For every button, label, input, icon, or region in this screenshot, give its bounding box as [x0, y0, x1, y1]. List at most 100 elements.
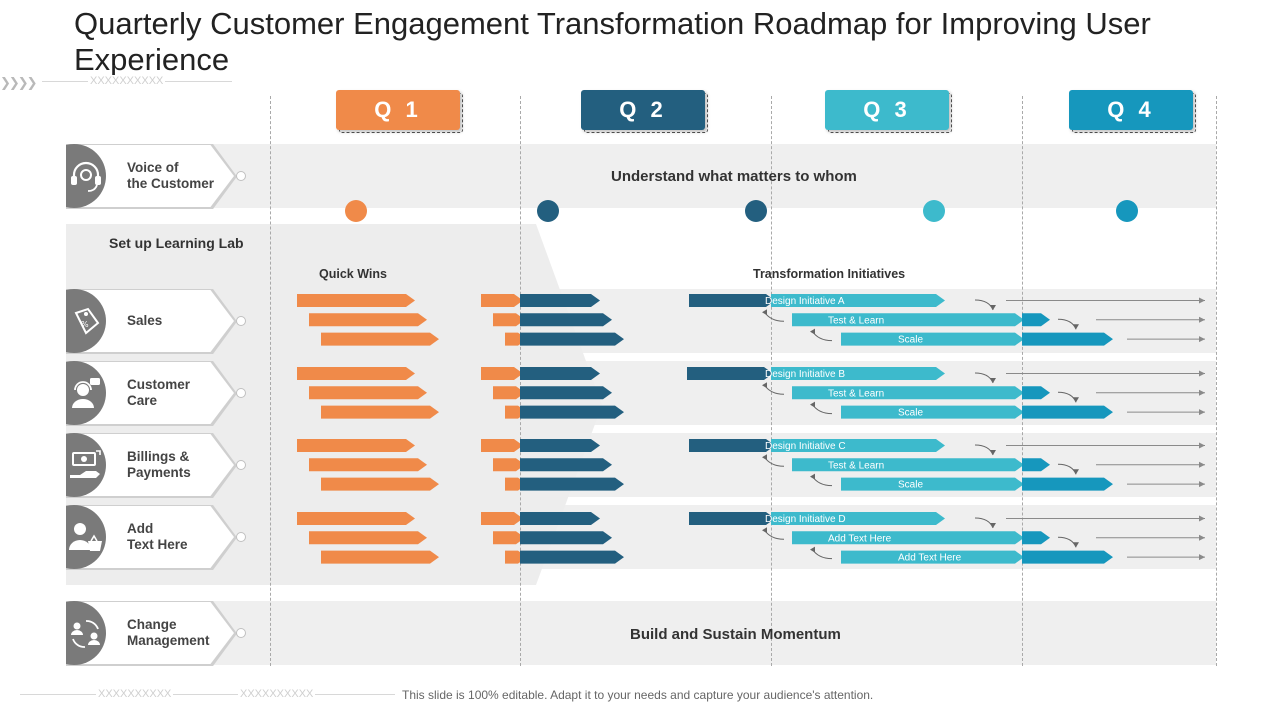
quick-win-stub	[481, 367, 523, 380]
row-label-text: Add Text Here	[127, 505, 188, 569]
row-label-line: Change Management	[127, 617, 210, 648]
band-voice	[66, 144, 1216, 208]
row-label-line: Billings & Payments	[127, 449, 191, 480]
quarter-q1: Q 1	[336, 90, 464, 133]
scale-label: Scale	[898, 408, 923, 419]
headset-icon	[66, 158, 106, 194]
connector-dot	[236, 460, 246, 470]
curve-arrow-head	[810, 546, 815, 553]
divider-line	[1022, 96, 1023, 666]
row-label-text: Billings & Payments	[127, 433, 191, 497]
test-learn-label: Test & Learn	[828, 460, 884, 471]
quick-win-arrow	[309, 531, 427, 545]
curve-arrow-head	[762, 527, 767, 534]
row-label-text: Sales	[127, 289, 162, 353]
curve-arrow-head	[1073, 542, 1079, 548]
quick-win-stub	[493, 531, 525, 545]
quarter-q3: Q 3	[825, 90, 953, 133]
scale-arrow	[841, 477, 1024, 491]
scale-arrow-tail	[1022, 550, 1113, 564]
q2-arrow	[520, 313, 612, 327]
design-initiative-arrow-tail	[771, 512, 945, 525]
q2-arrow	[520, 294, 600, 307]
q2-arrow	[520, 332, 624, 346]
divider-line	[771, 96, 772, 666]
q2-arrow	[520, 405, 624, 419]
design-initiative-arrow	[689, 512, 775, 525]
row-voice-of-customer: Voice of the Customer	[66, 144, 246, 209]
q2-arrow	[520, 439, 600, 452]
divider-line	[270, 96, 271, 666]
test-learn-arrow	[792, 386, 1024, 400]
header-placeholder: XXXXXXXXXX	[88, 75, 166, 87]
row-add-text: Add Text Here	[66, 505, 246, 570]
money-hand-icon	[66, 447, 106, 483]
row-label-text: Customer Care	[127, 361, 190, 425]
quick-wins-label: Quick Wins	[319, 267, 387, 281]
design-initiative-arrow-tail	[771, 367, 945, 380]
quick-win-arrow	[309, 386, 427, 400]
curve-arrow-head	[990, 378, 996, 383]
design-initiative-arrow	[689, 439, 775, 452]
quick-win-stub	[493, 458, 525, 472]
q2-arrow	[520, 386, 612, 400]
scale-label: Scale	[898, 335, 923, 346]
quick-win-arrow	[321, 332, 439, 346]
q2-arrow	[520, 367, 600, 380]
q2-arrow	[520, 512, 600, 525]
milestone-dot	[537, 200, 559, 222]
design-initiative-label: Design Initiative B	[765, 369, 845, 380]
connector-dot	[236, 316, 246, 326]
row-label-line: Customer Care	[127, 377, 191, 408]
curve-arrow-head	[1073, 324, 1079, 330]
quarter-label: Q 4	[1069, 90, 1193, 130]
team-cycle-icon	[66, 615, 106, 651]
test-learn-arrow	[792, 458, 1024, 472]
quick-win-arrow	[321, 405, 439, 419]
divider-line	[520, 96, 521, 666]
q2-arrow	[520, 477, 624, 491]
row-billings-payments: Billings & Payments	[66, 433, 246, 498]
row-label-line: Add Text Here	[127, 521, 188, 552]
understand-label: Understand what matters to whom	[611, 168, 857, 185]
connector-dot	[236, 532, 246, 542]
design-initiative-arrow-tail	[771, 294, 945, 307]
footer-placeholder: XXXXXXXXXX	[238, 688, 316, 700]
row-sales: % Sales	[66, 289, 246, 354]
test-learn-arrow-tail	[1022, 313, 1050, 327]
curve-arrow-head	[810, 328, 815, 335]
scale-arrow-tail	[1022, 477, 1113, 491]
scale-arrow	[841, 405, 1024, 419]
design-initiative-label: Design Initiative A	[765, 296, 845, 307]
quick-win-arrow	[321, 550, 439, 564]
footer-rule	[20, 694, 395, 695]
curve-arrow-head	[990, 523, 996, 528]
curve-arrow-head	[990, 305, 996, 310]
q2-arrow	[520, 531, 612, 545]
row-label-text: Voice of the Customer	[127, 144, 214, 208]
design-initiative-arrow-tail	[771, 439, 945, 452]
quick-win-arrow	[297, 439, 415, 452]
scale-arrow-tail	[1022, 405, 1113, 419]
quarter-q4: Q 4	[1069, 90, 1197, 133]
divider-line	[1216, 96, 1217, 666]
design-initiative-label: Design Initiative C	[765, 441, 846, 452]
footer-placeholder: XXXXXXXXXX	[96, 688, 174, 700]
milestone-dot	[923, 200, 945, 222]
test-learn-label: Add Text Here	[828, 533, 892, 544]
test-learn-label: Test & Learn	[828, 315, 884, 326]
timeline-line-head	[1199, 442, 1205, 449]
quarter-label: Q 2	[581, 90, 705, 130]
quick-win-stub	[493, 313, 525, 327]
scale-label: Scale	[898, 480, 923, 491]
scale-label: Add Text Here	[898, 553, 962, 564]
price-tag-icon: %	[66, 303, 106, 339]
quick-win-arrow	[309, 313, 427, 327]
quarter-label: Q 1	[336, 90, 460, 130]
connector-dot	[236, 628, 246, 638]
timeline-line-head	[1199, 554, 1205, 561]
design-initiative-label: Design Initiative D	[765, 514, 846, 525]
curve-arrow-head	[810, 473, 815, 480]
quick-win-stub	[493, 386, 525, 400]
